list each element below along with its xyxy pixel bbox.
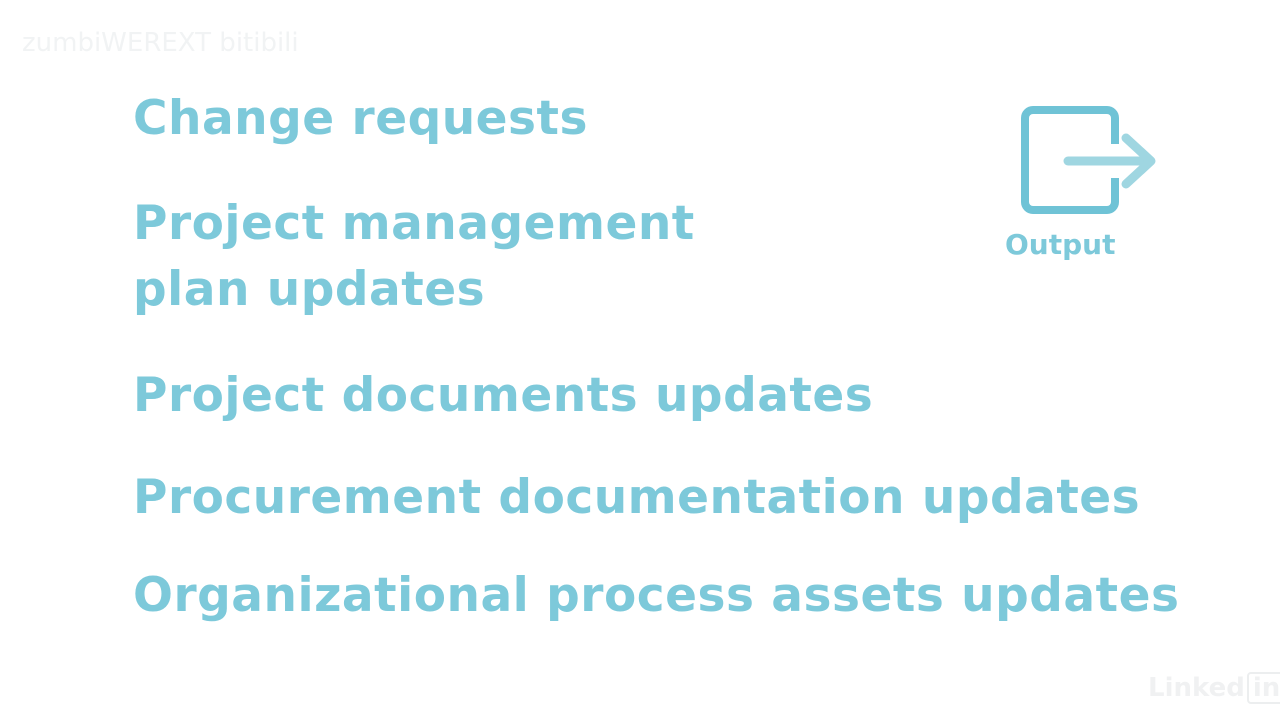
list-item-project-documents-updates: Project documents updates (133, 368, 874, 423)
linkedin-logo: Linked in (1148, 672, 1280, 704)
list-item-change-requests: Change requests (133, 91, 588, 146)
watermark-text: zumbiWEREXT bitibili (22, 28, 299, 58)
linkedin-logo-in: in (1246, 672, 1280, 704)
list-item-organizational-process-assets-updates: Organizational process assets updates (133, 568, 1180, 623)
list-item-plan-updates: plan updates (133, 262, 486, 317)
output-exit-arrow-icon (1010, 98, 1170, 227)
linkedin-logo-word: Linked (1148, 673, 1245, 703)
output-label: Output (1005, 228, 1116, 261)
list-item-procurement-documentation-updates: Procurement documentation updates (133, 470, 1141, 525)
list-item-project-management: Project management (133, 196, 695, 251)
